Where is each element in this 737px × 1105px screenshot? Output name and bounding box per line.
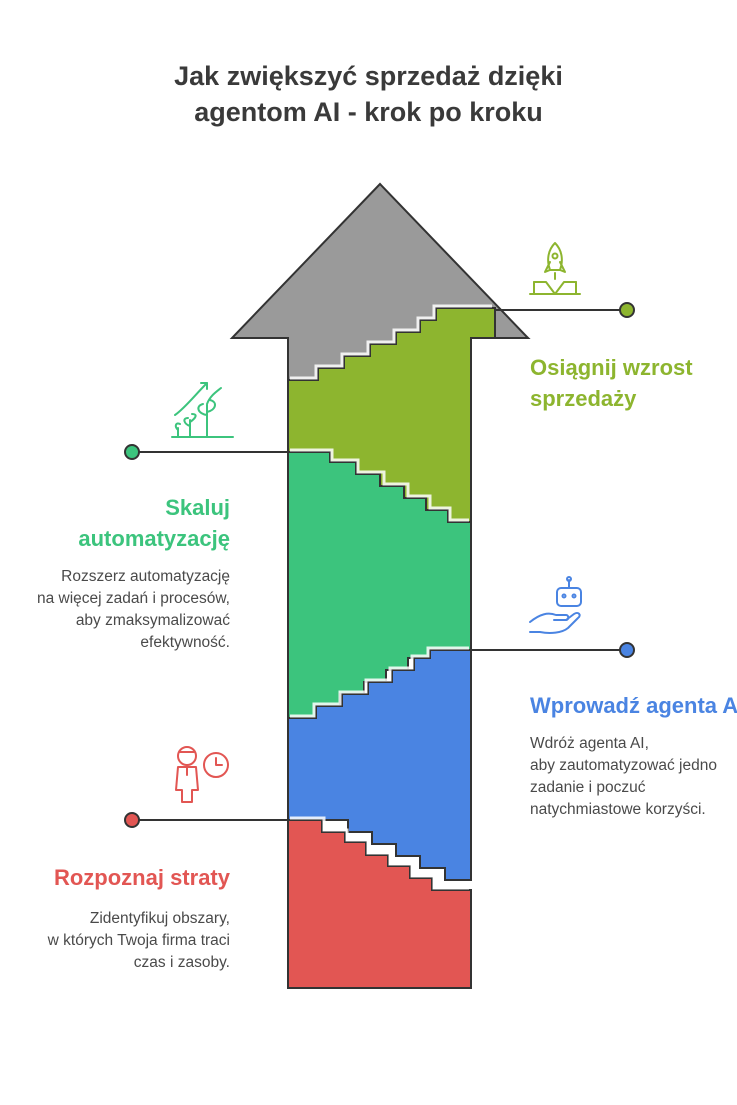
person-clock-icon <box>175 746 229 803</box>
step-2-desc-line-1: Wdróż agenta AI, <box>530 735 649 752</box>
step-2-heading: Wprowadź agenta AI <box>530 693 737 718</box>
step-3-desc-line-3: aby zmaksymalizować <box>75 612 230 629</box>
arrow-head <box>229 182 531 381</box>
step-2-text-area: Wprowadź agenta AI Wdróż agenta AI, aby … <box>530 690 737 820</box>
step-2-desc-line-2: aby zautomatyzować jedno <box>530 757 717 774</box>
step-4-heading-line-2: sprzedaży <box>530 386 637 411</box>
connector-step-3 <box>124 444 288 460</box>
title-line-1: Jak zwiększyć sprzedaż dzięki <box>174 61 563 91</box>
connector-step-2 <box>471 642 635 658</box>
step-3-heading: Skaluj automatyzację <box>78 492 230 554</box>
stair-highlights <box>290 304 492 890</box>
rocket-icon <box>529 242 581 295</box>
title-line-2: agentom AI - krok po kroku <box>194 97 543 127</box>
page-title: Jak zwiększyć sprzedaż dzięki agentom AI… <box>0 58 737 130</box>
step-3-description: Rozszerz automatyzację na więcej zadań i… <box>37 566 230 654</box>
step-2-description: Wdróż agenta AI, aby zautomatyzować jedn… <box>530 733 737 820</box>
step-1-heading: Rozpoznaj straty <box>53 865 230 890</box>
robot-hand-icon <box>529 576 582 634</box>
step-2-desc-line-3: zadanie i poczuć <box>530 779 646 796</box>
step-3-desc-line-4: efektywność. <box>140 634 230 651</box>
step-4-heading-line-1: Osiągnij wzrost <box>530 355 693 380</box>
connector-step-1 <box>124 812 288 828</box>
step-4-heading: Osiągnij wzrost sprzedaży <box>530 352 693 414</box>
step-1-desc-line-3: czas i zasoby. <box>133 954 230 971</box>
step-3-desc-line-2: na więcej zadań i procesów, <box>36 590 230 607</box>
step-3-heading-line-1: Skaluj <box>165 495 230 520</box>
connector-step-4 <box>495 302 635 318</box>
step-3-heading-line-2: automatyzację <box>78 526 230 551</box>
growing-plants-icon <box>171 382 234 438</box>
step-2-desc-line-4: natychmiastowe korzyści. <box>530 801 706 818</box>
step-1-desc-line-2: w których Twoja firma traci <box>47 932 230 949</box>
step-1-description: Zidentyfikuj obszary, w których Twoja fi… <box>48 908 230 974</box>
step-3-desc-line-1: Rozszerz automatyzację <box>61 568 230 585</box>
step-1-desc-line-1: Zidentyfikuj obszary, <box>89 910 230 927</box>
step-1-segment <box>287 819 472 989</box>
